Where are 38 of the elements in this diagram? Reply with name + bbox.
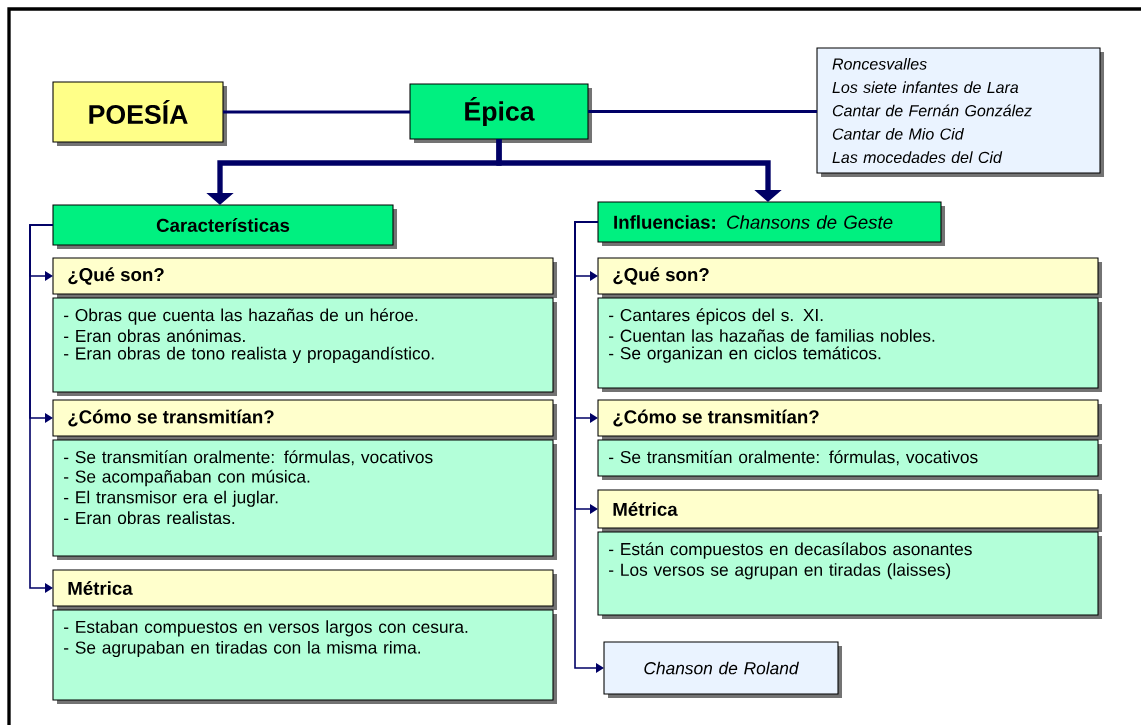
info-panel <box>597 399 1102 480</box>
bullet-text: - El transmisor era el juglar. <box>64 490 278 507</box>
panel-heading: ¿Cómo se transmitían? <box>613 409 819 427</box>
bullet-text: - Estaban compuestos en versos largos con cesura. <box>64 620 468 637</box>
bullet-text: - Se organizan en ciclos temáticos. <box>609 346 881 363</box>
info-panel <box>52 257 557 396</box>
bullet-text: - Se acompañaban con música. <box>64 469 310 487</box>
info-panel <box>52 569 557 704</box>
bullet-text: - Están compuestos en decasílabos asonantes <box>609 542 972 559</box>
info-panel <box>52 399 557 560</box>
bullet-text: - Los versos se agrupan en tiradas (laisses) <box>609 563 951 580</box>
bullet-text: - Se agrupaban en tiradas con la misma rima. <box>64 640 420 658</box>
title-box: Chanson de Roland <box>603 641 842 698</box>
bullet-text: - Cuentan las hazañas de familias nobles. <box>609 329 935 342</box>
bullet-text: - Eran obras anónimas. <box>64 329 245 343</box>
connector-line <box>588 110 817 113</box>
bullet-text: - Eran obras de tono realista y propagandístico. <box>64 346 434 363</box>
info-panel <box>597 489 1102 619</box>
bullet-text: - Se transmitían oralmente: fórmulas, vocativos <box>609 450 978 466</box>
arrow <box>29 224 54 593</box>
panel-heading: Métrica <box>613 502 678 516</box>
topic-box: Épica <box>409 83 592 143</box>
list-box: Roncesvalles Los siete infantes de Lara Cantar de Fernán González Cantar de Mio Cid Las mocedades del Cid <box>816 47 1104 177</box>
info-panel <box>597 257 1102 392</box>
section-box: Características <box>52 204 397 249</box>
panel-heading: Métrica <box>68 581 133 595</box>
panel-heading: ¿Qué son? <box>68 267 164 285</box>
section-box: Influencias: Chansons de Geste <box>597 201 945 246</box>
bullet-text: - Cantares épicos del s. XI. <box>609 308 823 325</box>
panel-heading: ¿Qué son? <box>613 267 709 285</box>
connector-line <box>223 110 410 114</box>
bullet-text: - Se transmitían oralmente: fórmulas, vocativos <box>64 450 433 466</box>
bullet-text: - Eran obras realistas. <box>64 511 235 525</box>
arrow <box>574 221 604 673</box>
arrow <box>496 139 782 202</box>
label-box: POESÍA <box>52 81 227 146</box>
panel-heading: ¿Cómo se transmitían? <box>68 409 274 427</box>
bullet-text: - Obras que cuenta las hazañas de un héroe. <box>64 308 418 325</box>
